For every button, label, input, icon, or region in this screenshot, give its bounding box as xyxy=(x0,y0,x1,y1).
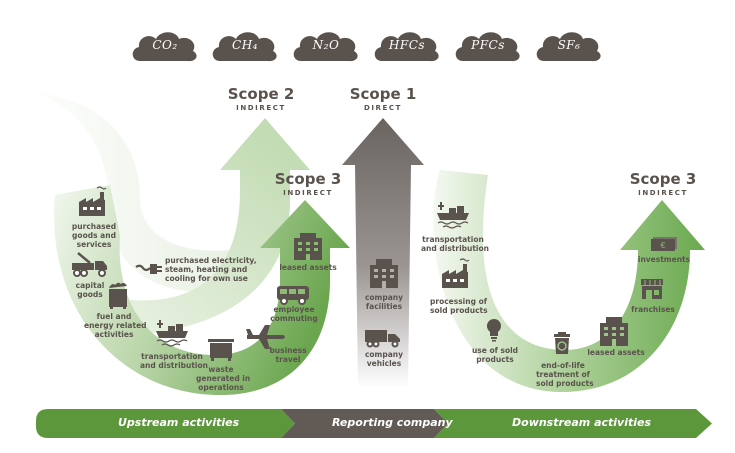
cargo-ship-icon xyxy=(156,320,188,347)
label-franchises: franchises xyxy=(631,305,675,314)
label-end-of-life: end-of-life treatment of sold products xyxy=(536,361,594,388)
cloud-icon xyxy=(455,32,520,62)
building-icon xyxy=(294,233,322,260)
label-waste: waste generated in operations xyxy=(196,365,251,392)
scope1-arrow xyxy=(342,118,424,388)
gas-cloud-sf6: SF₆ xyxy=(534,27,604,65)
building-icon xyxy=(600,317,628,346)
activity-bar-shapes xyxy=(36,409,712,438)
recycle-bin-icon xyxy=(554,332,570,354)
gas-label: N₂O xyxy=(312,38,340,52)
scope2-arrow xyxy=(130,118,310,335)
scope3-downstream-subtitle: INDIRECT xyxy=(638,189,688,197)
label-investments: investments xyxy=(637,255,691,264)
scope1-title: Scope 1 xyxy=(349,85,417,103)
gas-cloud-pfcs: PFCs xyxy=(453,27,523,65)
label-processing-sold-products: processing of sold products xyxy=(430,297,488,315)
banknote-icon: € xyxy=(651,237,677,251)
gas-label: PFCs xyxy=(471,38,505,52)
label-employee-commuting: employee commuting xyxy=(270,305,318,323)
dumpster-icon xyxy=(208,339,234,361)
downstream-activities-label: Downstream activities xyxy=(512,416,652,429)
coal-bin-icon xyxy=(109,282,127,309)
airplane-icon xyxy=(246,325,285,349)
label-capital-goods: capital goods xyxy=(75,281,105,299)
cloud-icon xyxy=(374,32,439,62)
upstream-activities-label: Upstream activities xyxy=(118,416,240,429)
cloud-icon xyxy=(536,32,601,62)
label-business-travel: business travel xyxy=(269,346,307,364)
reporting-bar-segment xyxy=(281,409,448,438)
label-company-vehicles: company vehicles xyxy=(364,350,404,368)
reporting-company-label: Reporting company xyxy=(332,416,453,429)
label-downstream-leased-assets: leased assets xyxy=(587,348,645,357)
gas-cloud-ch4: CH₄ xyxy=(210,27,280,65)
scope2-subtitle: INDIRECT xyxy=(236,104,286,112)
scope3-upstream-subtitle: INDIRECT xyxy=(283,189,333,197)
label-upstream-leased-assets: leased assets xyxy=(279,263,337,272)
upstream-bar-segment xyxy=(36,409,295,438)
label-upstream-transportation: transportation and distribution xyxy=(140,352,208,370)
label-fuel-energy: fuel and energy related activities xyxy=(84,312,147,339)
cloud-icon xyxy=(293,32,358,62)
cloud-icon xyxy=(212,32,277,62)
gas-cloud-hfcs: HFCs xyxy=(372,27,442,65)
factory-icon xyxy=(79,186,107,216)
factory-icon xyxy=(442,258,470,288)
downstream-bar-segment xyxy=(434,409,712,438)
scope3-upstream-title: Scope 3 xyxy=(274,170,342,188)
gas-label: CH₄ xyxy=(232,38,258,52)
scope3-downstream-arrow xyxy=(433,170,705,393)
label-downstream-transportation: transportation and distribution xyxy=(421,235,489,253)
crane-truck-icon xyxy=(72,252,107,277)
bus-icon xyxy=(277,286,309,305)
gas-label: HFCs xyxy=(388,38,426,52)
power-plug-icon xyxy=(135,264,162,274)
building-icon xyxy=(370,259,398,288)
scope3-downstream-title: Scope 3 xyxy=(629,170,697,188)
activity-bar: Upstream activities Reporting company Do… xyxy=(36,409,716,438)
svg-text:€: € xyxy=(660,241,665,250)
scope2-outer-swoop xyxy=(20,90,230,292)
cloud-icon xyxy=(132,32,197,62)
label-purchased-electricity: purchased electricity, steam, heating an… xyxy=(165,256,257,283)
storefront-icon xyxy=(641,279,663,299)
truck-icon xyxy=(365,330,400,348)
gas-cloud-n2o: N₂O xyxy=(291,27,361,65)
gas-cloud-co2: CO₂ xyxy=(130,27,200,65)
label-use-sold-products: use of sold products xyxy=(471,346,519,364)
cargo-ship-icon xyxy=(437,202,469,229)
scope1-subtitle: DIRECT xyxy=(363,104,403,112)
gas-label: SF₆ xyxy=(557,38,581,52)
lightbulb-icon xyxy=(487,319,501,342)
scope3-upstream-arrow xyxy=(54,185,350,395)
scope2-title: Scope 2 xyxy=(227,85,295,103)
gas-label: CO₂ xyxy=(152,38,178,52)
label-purchased-goods: purchased goods and services xyxy=(71,222,117,249)
label-company-facilities: company facilities xyxy=(364,293,404,311)
